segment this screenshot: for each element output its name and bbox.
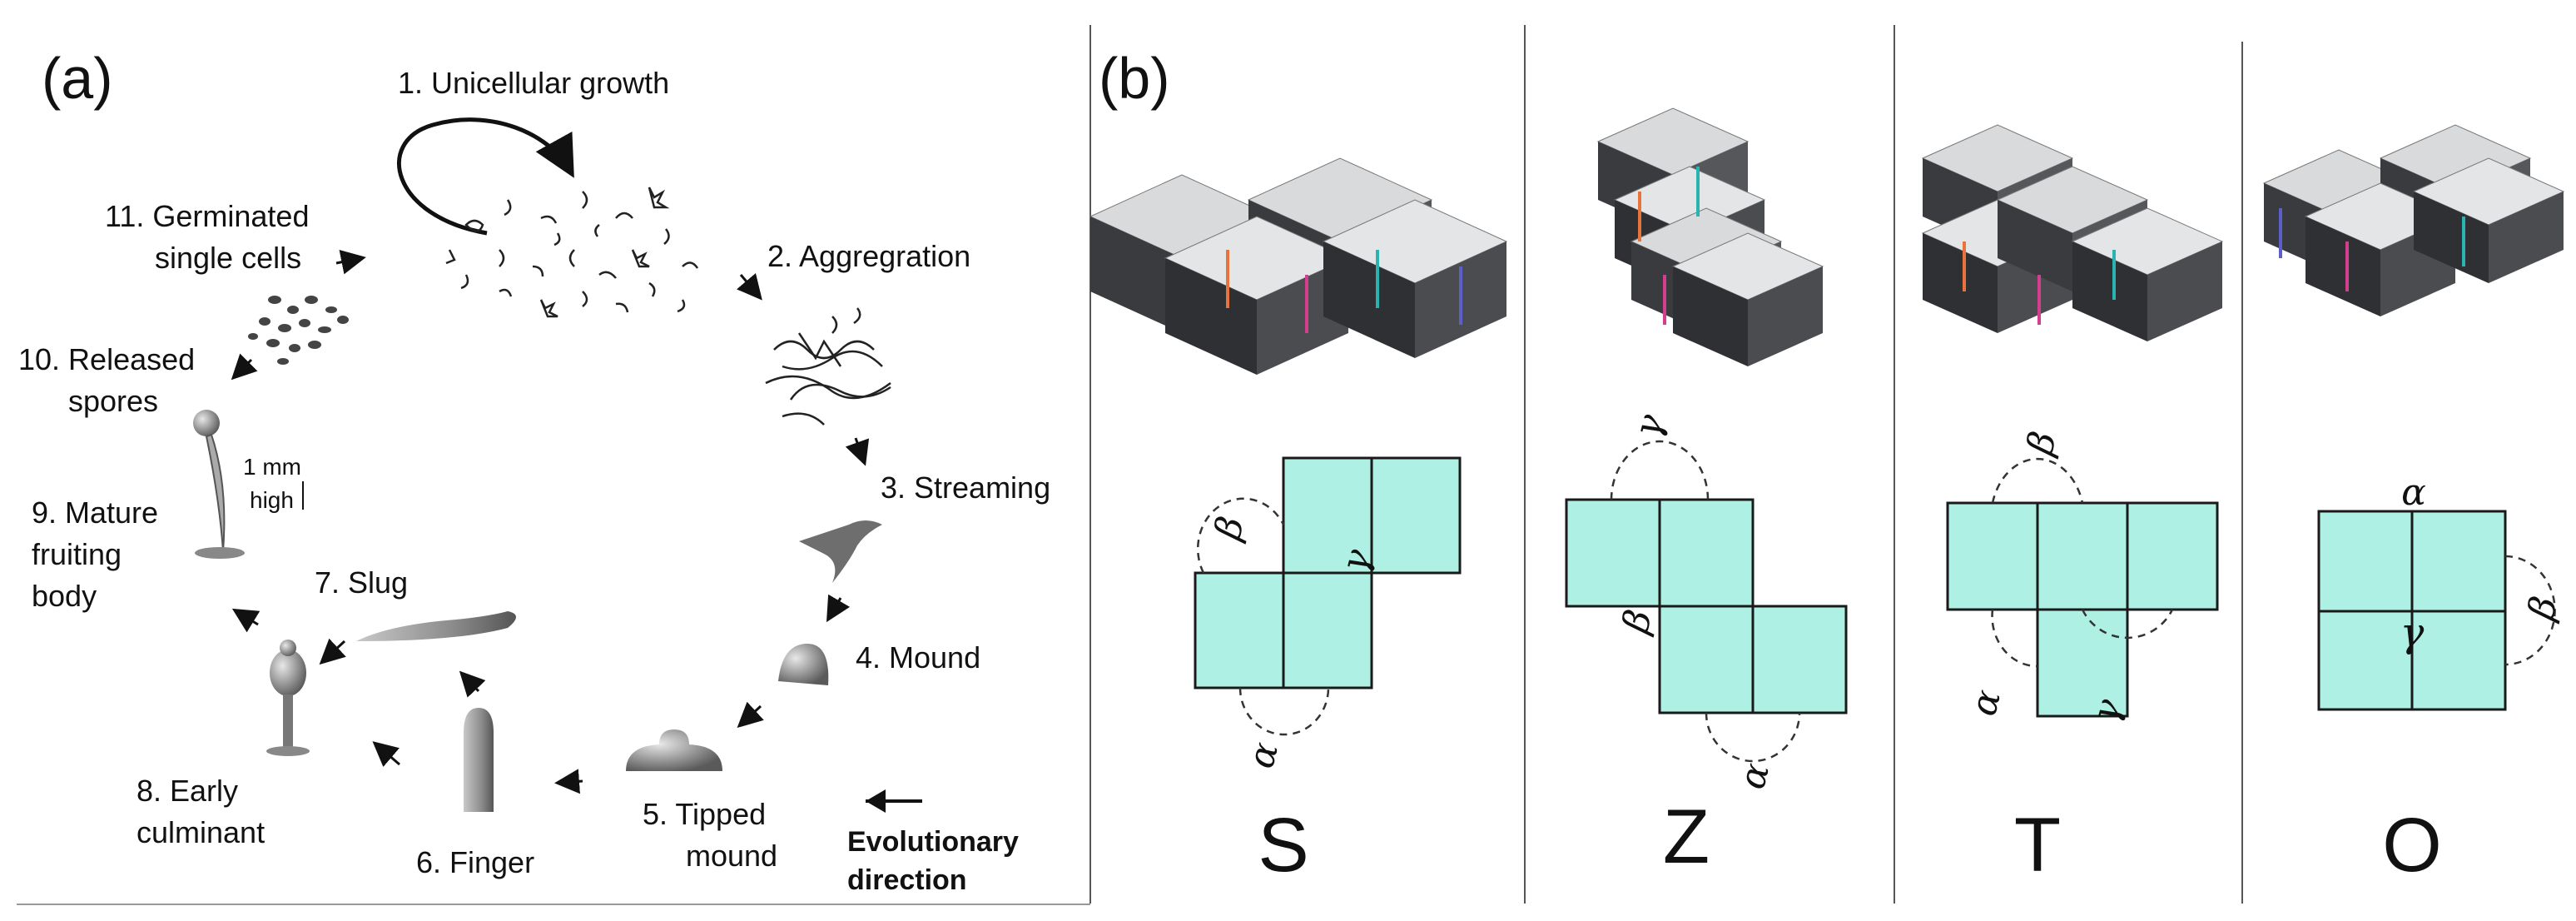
arrow-6-8 [372, 741, 400, 768]
greek-o-2: γ [2400, 610, 2425, 656]
robot-modules-s [1089, 157, 1508, 375]
tile [1946, 501, 2039, 611]
panel-b-label: (b) [1099, 46, 1170, 111]
tile [1370, 456, 1462, 575]
greek-o-1: α [2401, 471, 2426, 514]
unicellular-cells [445, 187, 699, 318]
tile [1194, 571, 1285, 690]
arrow-9-10 [231, 353, 258, 381]
stage-10-label-line2: spores [68, 384, 158, 418]
tiles-t [1946, 501, 2219, 718]
tile [1658, 498, 1755, 608]
shape-letter-o: O [2382, 803, 2442, 888]
greek-t-1: β [2018, 427, 2065, 460]
stage-9-label-line2: fruiting [32, 537, 122, 571]
panel-a: (a) 1. Unicellular growth 2. Aggregratio… [17, 46, 1090, 905]
stage-9-label: 9. Mature [32, 495, 158, 530]
tiles-o [2317, 510, 2507, 711]
tile [2317, 510, 2414, 613]
scale-label-line2: high [250, 487, 294, 513]
stage-8-label-line2: culminant [136, 815, 265, 849]
greek-o-3: β [2519, 592, 2566, 625]
tile [2036, 501, 2129, 611]
arrow-6-7 [459, 670, 486, 698]
arrow-5-6 [554, 769, 583, 794]
greek-s-1: β [1206, 512, 1253, 545]
stage-5-label: 5. Tipped [643, 797, 766, 831]
tile [2036, 608, 2129, 718]
arrow-2-3 [845, 437, 870, 466]
fruiting-body-shape [193, 410, 245, 559]
stage-7-label: 7. Slug [315, 565, 408, 600]
stage-1-label: 1. Unicellular growth [398, 66, 669, 100]
tile [1658, 605, 1755, 714]
early-culminant-shape [266, 640, 310, 756]
robot-modules-z [1596, 107, 1824, 366]
slug-shape [356, 611, 516, 641]
shape-letter-z: Z [1663, 794, 1710, 879]
tile [2410, 510, 2507, 613]
stage-11-label: 11. Germinated [105, 199, 309, 233]
greek-s-3: α [1239, 738, 1287, 773]
stage-2-label: 2. Aggregration [767, 239, 970, 273]
arrow-4-5 [737, 701, 764, 729]
panel-a-label: (a) [42, 46, 113, 111]
stage-3-label: 3. Streaming [881, 470, 1050, 505]
shape-letter-t: T [2014, 803, 2061, 888]
robot-modules-o [2262, 124, 2565, 316]
stage-10-label: 10. Released [18, 342, 195, 376]
scale-label: 1 mm [243, 454, 301, 480]
tiles-s [1194, 456, 1462, 690]
panel-b: (b) [1089, 46, 2566, 888]
arc-t-beta [1991, 457, 2084, 504]
tiles-z [1565, 498, 1848, 714]
tile [2126, 501, 2219, 611]
arrow-3-4 [826, 594, 851, 623]
tipped-mound-shape [626, 729, 722, 771]
tile [1282, 571, 1373, 690]
stage-9-label-line3: body [32, 579, 97, 613]
arrow-8-9 [231, 608, 261, 633]
arc-z-gamma [1610, 440, 1710, 500]
panel-dividers [1089, 25, 2243, 904]
arrow-7-8 [319, 638, 346, 665]
greek-z-2: β [1614, 605, 1660, 639]
finger-shape [464, 708, 494, 812]
arc-s-alpha [1238, 687, 1330, 736]
shape-letter-s: S [1258, 803, 1308, 888]
spores-cluster [248, 296, 349, 365]
evolution-label-line2: direction [847, 864, 967, 896]
tile [1565, 498, 1661, 608]
tile [2410, 610, 2507, 711]
streaming-shape [799, 520, 882, 583]
robot-modules-t [1921, 124, 2224, 341]
evolution-label: Evolutionary [847, 826, 1019, 858]
greek-z-3: α [1730, 759, 1778, 794]
arc-t-alpha [1991, 609, 2038, 668]
arrow-1-2 [737, 272, 762, 301]
stage-4-label: 4. Mound [856, 640, 980, 675]
stage-11-label-line2: single cells [155, 241, 301, 275]
tile [2317, 610, 2414, 711]
arc-o-beta [2504, 555, 2556, 666]
stage-8-label: 8. Early [136, 774, 238, 808]
mound-shape [778, 644, 829, 685]
aggregation-cells [765, 307, 891, 426]
greek-t-2: α [1962, 685, 2009, 720]
tile [1751, 605, 1848, 714]
stage-5-label-line2: mound [686, 839, 777, 873]
arrow-11-1 [335, 249, 366, 275]
greek-z-1: γ [1626, 410, 1672, 442]
arc-z-alpha [1705, 712, 1801, 763]
stage-6-label: 6. Finger [416, 845, 534, 879]
arc-t-gamma [2081, 609, 2174, 640]
growth-loop-arrow [397, 117, 574, 236]
